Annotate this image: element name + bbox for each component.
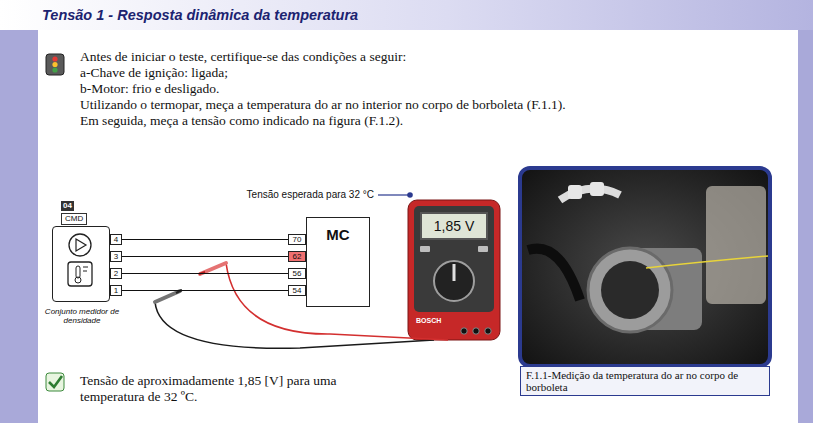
meter-display: 1,85 V xyxy=(420,212,488,240)
traffic-light-lamp xyxy=(52,67,57,72)
instruction-text: Antes de iniciar o teste, certifique-se … xyxy=(80,49,406,65)
instruction-text: Em seguida, meça a tensão como indicado … xyxy=(80,113,403,129)
multimeter-dial xyxy=(434,261,474,301)
pin-box: 54 xyxy=(288,285,306,296)
result-text: Tensão de aproximadamente 1,85 [V] para … xyxy=(80,373,380,405)
multimeter-body xyxy=(408,200,500,340)
pin-number: 1 xyxy=(114,286,118,295)
pin-number: 62 xyxy=(293,252,302,261)
component-number: 04 xyxy=(61,201,74,211)
thermometer-symbol xyxy=(76,266,80,278)
multimeter-jack xyxy=(485,328,491,334)
wire xyxy=(122,256,288,257)
pin-number: 3 xyxy=(114,252,118,261)
page-title: Tensão 1 - Resposta dinâmica da temperat… xyxy=(42,6,358,24)
traffic-light-lamp xyxy=(52,56,57,61)
thermometer-symbol xyxy=(75,277,81,283)
throttle-bore xyxy=(601,261,659,319)
traffic-light-lamp xyxy=(52,62,57,67)
multimeter-jack xyxy=(473,328,479,334)
pin-box: 1 xyxy=(110,285,122,296)
engine-photo xyxy=(520,168,770,366)
component-box: 04CMDConjunto medidor de densidade xyxy=(52,226,110,302)
pin-box: 4 xyxy=(110,234,122,245)
callout-label: Tensão esperada para 32 °C xyxy=(247,189,374,201)
thermometer-symbol xyxy=(83,267,88,271)
module-name: MC xyxy=(307,226,369,243)
pin-number: 2 xyxy=(114,269,118,278)
reservoir xyxy=(706,186,766,304)
side-strip xyxy=(0,30,38,423)
figure-caption: F.1.1-Medição da temperatura do ar no co… xyxy=(526,369,764,393)
connector xyxy=(568,185,582,199)
instruction-text: b-Motor: frio e desligado. xyxy=(80,81,219,97)
brand-mark: BOSCH xyxy=(416,316,441,325)
red-probe xyxy=(200,263,226,274)
pin-number: 56 xyxy=(293,269,302,278)
instruction-text: a-Chave de ignição: ligada; xyxy=(80,65,228,81)
pin-box: 70 xyxy=(288,234,306,245)
pin-box: 62 xyxy=(288,251,306,262)
component-name: Conjunto medidor de densidade xyxy=(39,307,125,325)
traffic-light-icon xyxy=(46,54,64,75)
pin-number: 70 xyxy=(293,235,302,244)
meter-reading: 1,85 V xyxy=(434,218,474,234)
pin-number: 54 xyxy=(293,286,302,295)
multimeter-dial-pointer xyxy=(453,264,456,281)
multimeter-button xyxy=(420,246,430,252)
header-band xyxy=(0,0,813,30)
pressure-sensor-symbol xyxy=(76,239,86,251)
pressure-sensor-symbol xyxy=(69,234,91,256)
hose xyxy=(528,249,580,300)
thermocouple-wire xyxy=(646,256,768,268)
throttle-body xyxy=(588,248,672,332)
component-tag: CMD xyxy=(61,213,87,225)
multimeter-jack xyxy=(461,328,467,334)
temperature-sensor-symbol xyxy=(68,262,92,286)
multimeter-face xyxy=(414,206,494,312)
instruction-text: Utilizando o termopar, meça a temperatur… xyxy=(80,97,566,113)
connector xyxy=(590,182,604,196)
wire xyxy=(122,290,288,291)
leader-line xyxy=(378,194,410,195)
pin-number: 4 xyxy=(114,235,118,244)
leader-dot xyxy=(407,192,413,198)
wire xyxy=(122,239,288,240)
multimeter-button xyxy=(478,246,488,252)
pin-box: 56 xyxy=(288,268,306,279)
check-icon xyxy=(46,373,64,391)
caption-box: F.1.1-Medição da temperatura do ar no co… xyxy=(520,366,770,396)
side-strip xyxy=(798,30,813,423)
pin-box: 2 xyxy=(110,268,122,279)
module-box: MC xyxy=(306,217,370,307)
black-test-lead xyxy=(155,302,434,348)
wire xyxy=(122,273,288,274)
check-mark xyxy=(49,376,62,387)
pin-box: 3 xyxy=(110,251,122,262)
